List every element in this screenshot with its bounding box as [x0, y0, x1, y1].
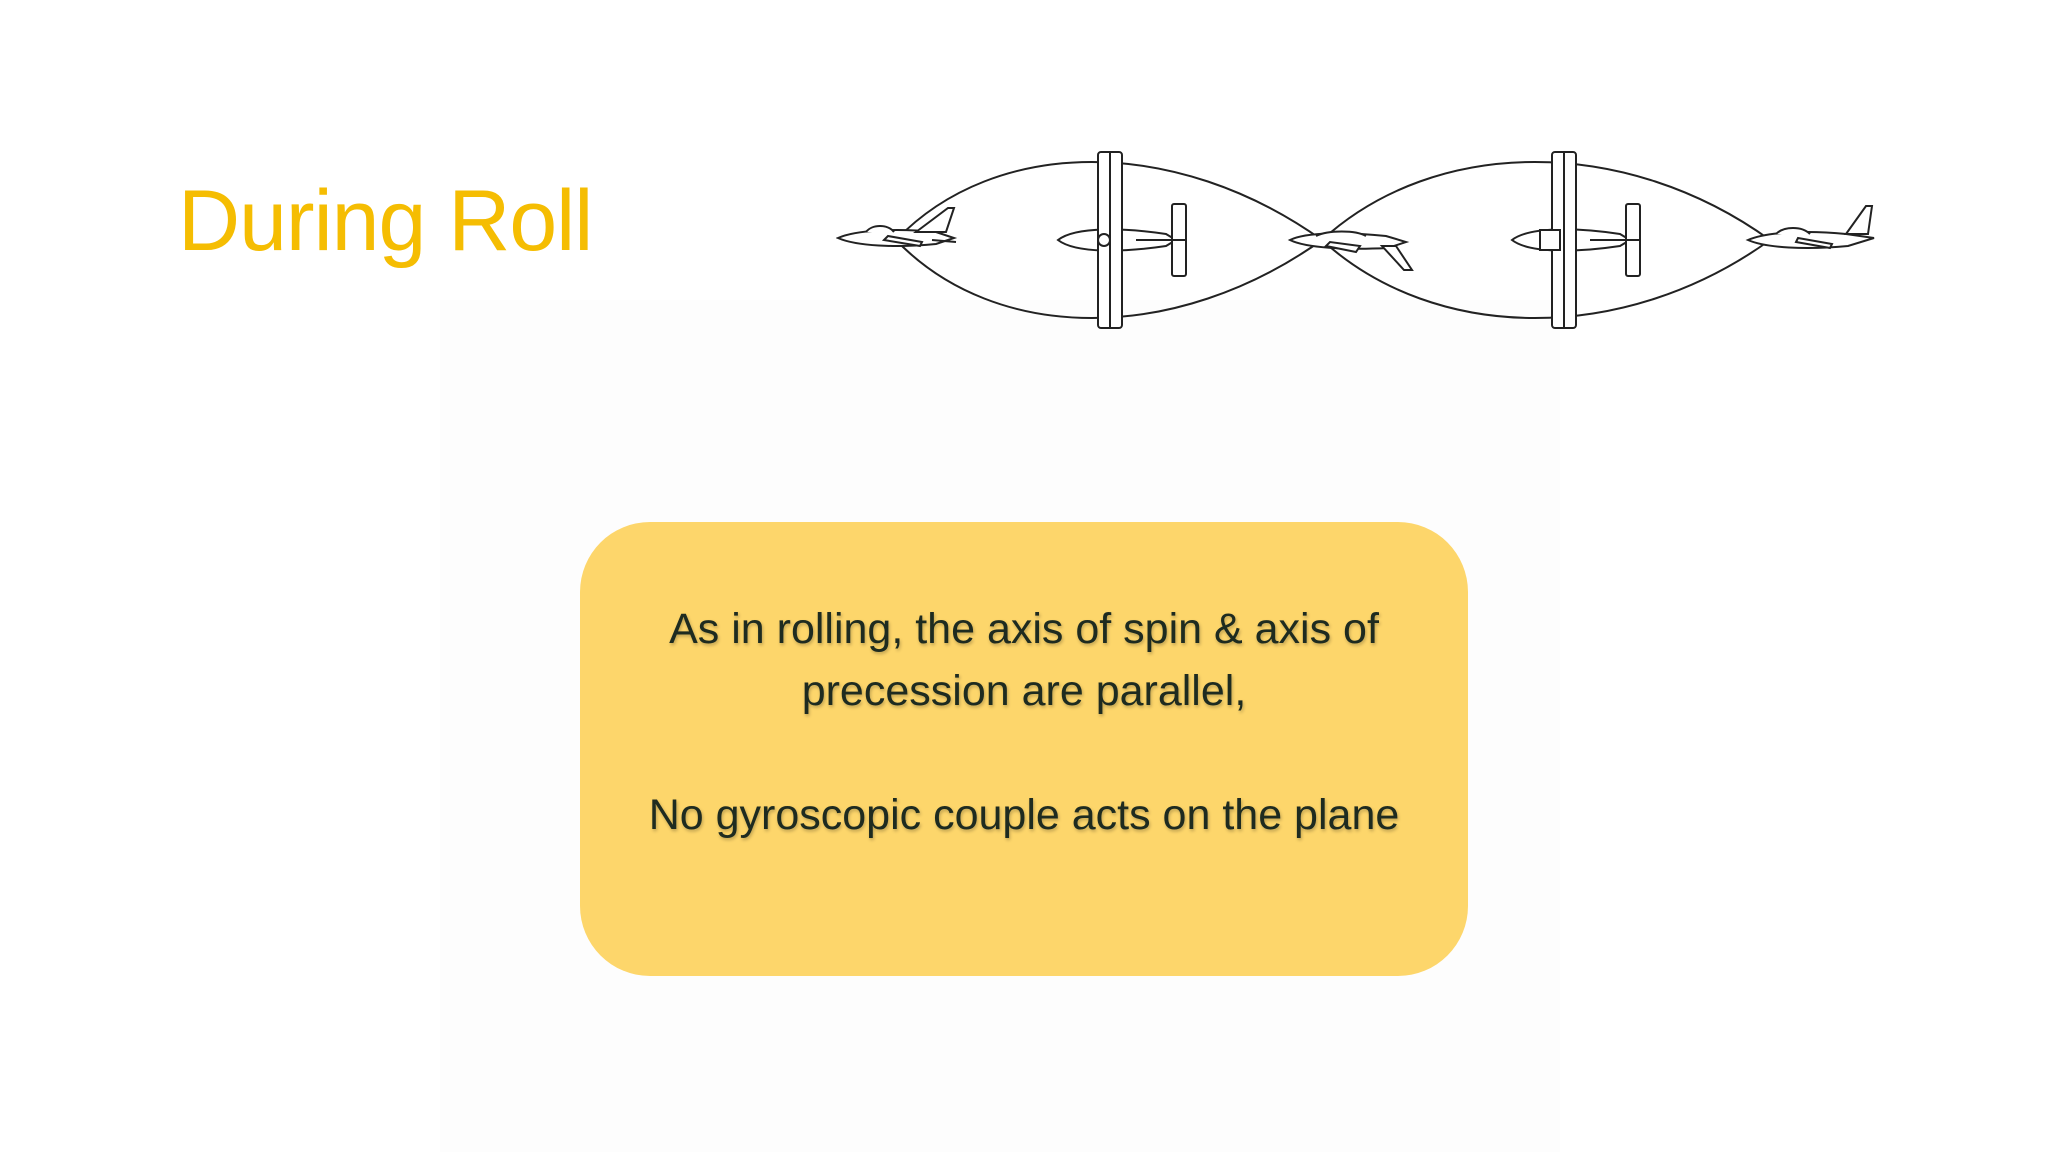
aircraft-top-icon [1056, 151, 1187, 329]
aircraft-top-icon-2 [1510, 151, 1641, 329]
roll-path-lower-1 [895, 239, 1323, 319]
aircraft-roll-diagram [836, 151, 1875, 329]
roll-path-upper-2 [1321, 161, 1771, 241]
callout-text-parallel-axes: As in rolling, the axis of spin & axis o… [669, 605, 1379, 715]
callout-box: As in rolling, the axis of spin & axis o… [580, 522, 1468, 976]
callout-spacer [640, 722, 1408, 784]
roll-path-upper-1 [895, 161, 1323, 241]
roll-path-lower-2 [1321, 239, 1771, 319]
aircraft-inverted-icon [1287, 230, 1414, 271]
callout-text-no-couple: No gyroscopic couple acts on the plane [648, 791, 1400, 839]
slide-title: During Roll [178, 173, 593, 269]
aircraft-side-icon-2 [1745, 205, 1875, 250]
aircraft-side-icon [836, 207, 958, 248]
